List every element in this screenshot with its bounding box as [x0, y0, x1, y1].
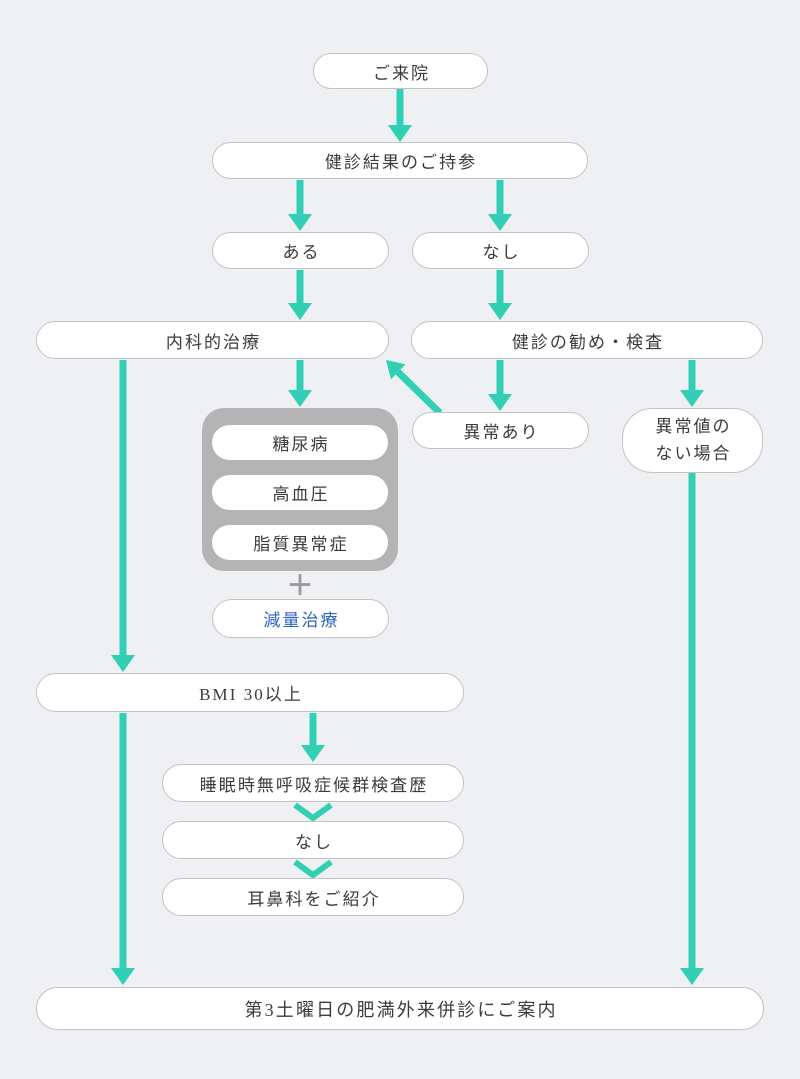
node-abnormal-found: 異常あり [412, 412, 589, 449]
plus-sign: ＋ [286, 570, 314, 601]
arrow-bmi-to-sleep [301, 713, 325, 762]
node-ent-referral: 耳鼻科をご紹介 [162, 878, 464, 916]
node-diabetes: 糖尿病 [212, 425, 388, 460]
arrow-visit-to-results [388, 89, 412, 142]
arrow-bmi-to-clinic [111, 713, 135, 985]
node-hypertension: 高血圧 [212, 475, 388, 510]
arrow-results-to-yes [288, 180, 312, 231]
arrow-abnormal-to-internal [386, 360, 443, 416]
arrow-checkup-to-abnormal [488, 360, 512, 411]
node-bring-results: 健診結果のご持参 [212, 142, 588, 179]
node-sleep-apnea-history: 睡眠時無呼吸症候群検査歴 [162, 764, 464, 802]
arrow-yes-to-internal [288, 270, 312, 320]
chevron-none-to-ent [293, 859, 333, 879]
node-sleep-apnea-none: なし [162, 821, 464, 859]
node-internal-treatment: 内科的治療 [36, 321, 389, 359]
chevron-sleep-to-none [293, 802, 333, 822]
no-abnormal-line1: 異常値の [655, 417, 732, 437]
weight-loss-link-label: 減量治療 [263, 611, 340, 630]
node-result-no: なし [412, 232, 589, 269]
node-checkup-recommendation: 健診の勧め・検査 [411, 321, 763, 359]
node-dyslipidemia: 脂質異常症 [212, 525, 388, 560]
node-weight-loss-treatment[interactable]: 減量治療 [212, 599, 389, 638]
arrow-internal-to-diseases [288, 360, 312, 407]
arrow-checkup-to-noabnormal [680, 360, 704, 407]
arrow-no-to-checkup [488, 270, 512, 320]
arrow-noabnormal-to-clinic [680, 472, 704, 985]
disease-group-container: 糖尿病 高血圧 脂質異常症 [202, 408, 398, 571]
node-bmi-over-30: BMI 30以上 [36, 673, 464, 712]
node-visit: ご来院 [313, 53, 488, 89]
arrow-results-to-no [488, 180, 512, 231]
node-obesity-clinic-info: 第3土曜日の肥満外来併診にご案内 [36, 987, 764, 1030]
arrow-internal-to-bmi [111, 360, 135, 672]
node-no-abnormal-values: 異常値の ない場合 [622, 408, 763, 473]
node-result-yes: ある [212, 232, 389, 269]
no-abnormal-line2: ない場合 [655, 443, 732, 463]
